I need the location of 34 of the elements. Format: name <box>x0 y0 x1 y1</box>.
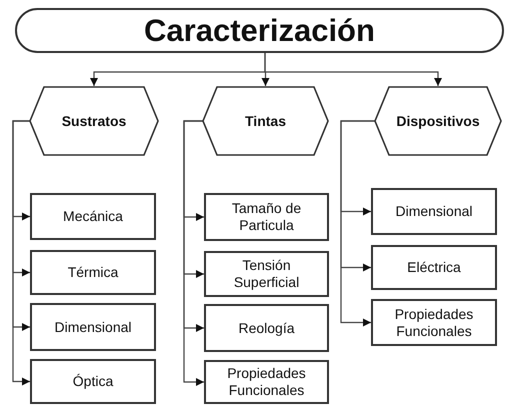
category-box <box>204 360 329 404</box>
title-banner <box>15 8 504 53</box>
item-label: Propiedades Funcionales <box>226 365 307 399</box>
connector-arrow <box>183 120 204 386</box>
item-label: Tamaño de Particula <box>230 200 302 234</box>
category-box <box>30 303 156 351</box>
category-box <box>371 245 497 290</box>
category-box <box>371 188 497 235</box>
root-label: Caracterización <box>144 12 375 50</box>
item-label: Eléctrica <box>407 259 461 276</box>
category-box <box>204 193 329 241</box>
item-label: Dimensional <box>395 203 473 220</box>
connector-arrow <box>340 120 375 326</box>
item-label: Propiedades Funcionales <box>394 306 474 340</box>
category-heading: Tintas <box>245 112 286 130</box>
item-label: Mecánica <box>63 208 123 225</box>
item-label: Tensión Superficial <box>232 257 300 291</box>
category-hexagon <box>30 86 158 156</box>
item-label: Dimensional <box>54 318 132 336</box>
category-heading: Sustratos <box>62 112 126 130</box>
connector-arrow <box>12 120 30 386</box>
category-box <box>30 193 156 240</box>
category-box <box>371 299 497 346</box>
category-hexagon <box>375 86 501 156</box>
category-heading: Dispositivos <box>396 112 480 130</box>
category-box <box>30 359 156 404</box>
category-box <box>204 304 329 352</box>
item-label: Óptica <box>72 373 114 390</box>
connector-arrow <box>264 53 442 86</box>
category-hexagon <box>203 86 328 156</box>
item-label: Reología <box>238 320 295 336</box>
category-box <box>204 251 329 297</box>
item-label: Térmica <box>68 264 118 281</box>
category-box <box>30 250 156 295</box>
